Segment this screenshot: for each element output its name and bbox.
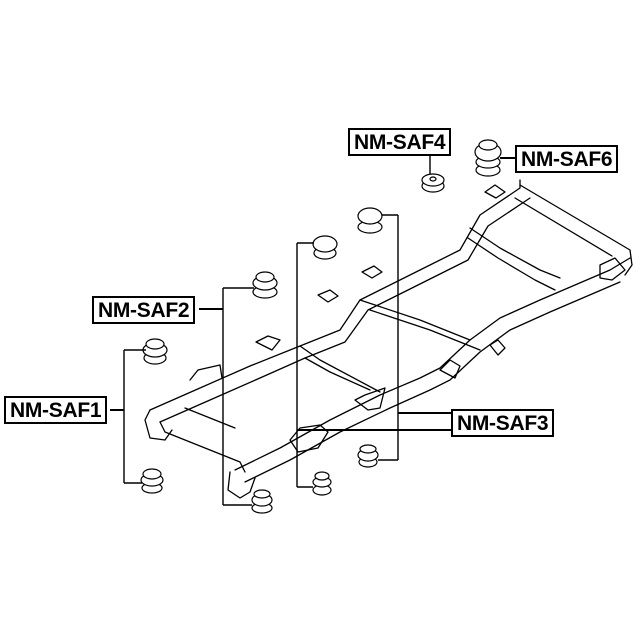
bushing-saf3-left-top [312, 235, 338, 260]
part-label-nm-saf4[interactable]: NM-SAF4 [348, 128, 452, 156]
chassis-frame [144, 179, 633, 499]
bushing-saf3-right-bottom [357, 444, 379, 468]
bushing-saf4 [421, 173, 445, 193]
part-label-nm-saf6[interactable]: NM-SAF6 [515, 145, 619, 173]
part-label-nm-saf3[interactable]: NM-SAF3 [451, 409, 555, 437]
bushing-saf3-left-bottom [312, 471, 332, 496]
bushing-saf1-bottom [140, 468, 164, 494]
bushing-saf2-bottom [251, 489, 273, 514]
bushings [140, 139, 502, 514]
bushing-saf1-top [142, 338, 168, 365]
bushing-saf6 [474, 139, 502, 177]
leader-lines [110, 155, 515, 506]
bushing-saf3-right-top [357, 207, 383, 234]
part-label-nm-saf2[interactable]: NM-SAF2 [92, 296, 196, 324]
bushing-saf2-top [252, 271, 278, 299]
part-label-nm-saf1[interactable]: NM-SAF1 [4, 396, 108, 424]
